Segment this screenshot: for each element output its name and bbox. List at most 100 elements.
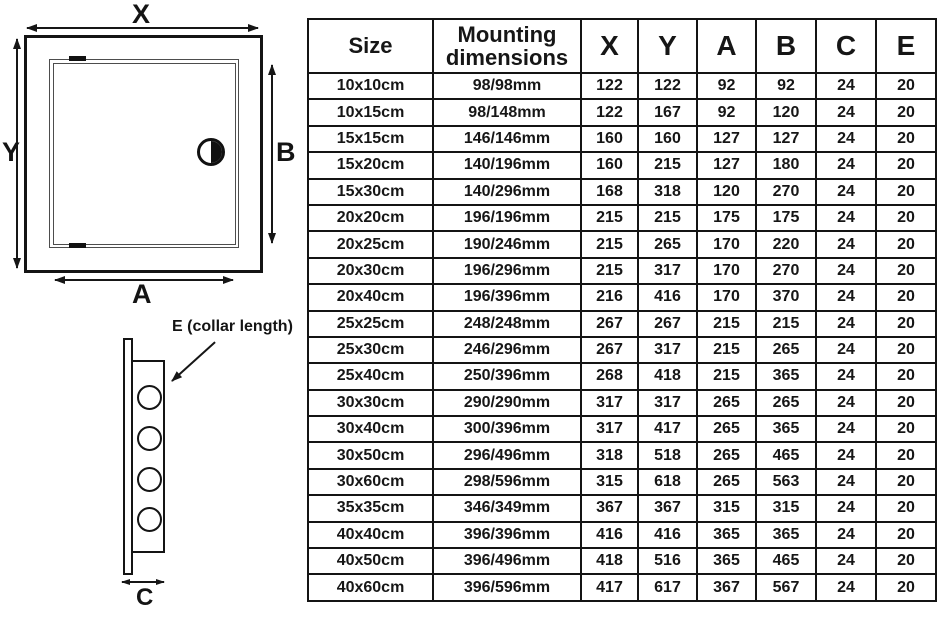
table-cell: 216 — [580, 283, 639, 312]
table-cell: 30x60cm — [307, 467, 434, 497]
table-cell: 465 — [755, 441, 817, 470]
table-cell: 24 — [815, 441, 877, 470]
x-dimension-label: X — [132, 0, 151, 29]
table-cell: 120 — [696, 177, 757, 206]
table-cell: 98/148mm — [432, 98, 582, 127]
y-dimension-label: Y — [2, 137, 21, 167]
header-x: X — [580, 18, 639, 74]
header-y: Y — [637, 18, 698, 74]
table-cell: 122 — [580, 98, 639, 127]
table-cell: 127 — [696, 124, 757, 154]
table-cell: 196/196mm — [432, 203, 582, 233]
table-cell: 40x40cm — [307, 520, 434, 550]
table-cell: 10x15cm — [307, 98, 434, 127]
table-cell: 265 — [696, 415, 757, 444]
table-cell: 15x15cm — [307, 124, 434, 154]
table-cell: 160 — [637, 124, 698, 154]
table-cell: 215 — [580, 256, 639, 286]
table-cell: 267 — [580, 335, 639, 365]
table-cell: 20 — [875, 441, 937, 470]
table-cell: 365 — [755, 520, 817, 550]
table-cell: 122 — [637, 71, 698, 101]
table-cell: 265 — [696, 441, 757, 470]
table-cell: 315 — [580, 467, 639, 497]
panel-side-view-diagram: E (collar length) C — [0, 300, 300, 631]
table-cell: 317 — [580, 415, 639, 444]
table-cell: 215 — [580, 230, 639, 259]
table-cell: 367 — [580, 494, 639, 523]
table-cell: 24 — [815, 573, 877, 602]
table-cell: 518 — [637, 441, 698, 470]
collar-length-arrow — [171, 341, 216, 382]
table-cell: 24 — [815, 230, 877, 259]
table-cell: 20 — [875, 547, 937, 576]
table-cell: 24 — [815, 124, 877, 154]
table-cell: 24 — [815, 256, 877, 286]
table-cell: 246/296mm — [432, 335, 582, 365]
table-cell: 120 — [755, 98, 817, 127]
table-cell: 298/596mm — [432, 467, 582, 497]
table-cell: 268 — [580, 362, 639, 391]
table-cell: 267 — [637, 309, 698, 338]
table-cell: 20 — [875, 203, 937, 233]
table-cell: 24 — [815, 362, 877, 391]
table-cell: 365 — [755, 362, 817, 391]
table-cell: 92 — [696, 98, 757, 127]
table-cell: 196/296mm — [432, 256, 582, 286]
table-cell: 396/396mm — [432, 520, 582, 550]
table-cell: 24 — [815, 203, 877, 233]
table-cell: 265 — [696, 467, 757, 497]
table-cell: 24 — [815, 151, 877, 180]
table-cell: 20 — [875, 309, 937, 338]
table-cell: 30x40cm — [307, 415, 434, 444]
hinge-mark-top — [69, 56, 86, 61]
table-cell: 265 — [637, 230, 698, 259]
table-cell: 396/596mm — [432, 573, 582, 602]
table-cell: 516 — [637, 547, 698, 576]
table-cell: 127 — [755, 124, 817, 154]
table-cell: 290/290mm — [432, 388, 582, 418]
table-cell: 248/248mm — [432, 309, 582, 338]
header-size: Size — [307, 18, 434, 74]
table-cell: 196/396mm — [432, 283, 582, 312]
table-cell: 317 — [637, 256, 698, 286]
table-cell: 215 — [637, 151, 698, 180]
table-cell: 365 — [755, 415, 817, 444]
table-cell: 24 — [815, 415, 877, 444]
table-cell: 20x20cm — [307, 203, 434, 233]
table-cell: 20 — [875, 494, 937, 523]
header-mounting-dimensions: Mounting dimensions — [432, 18, 582, 74]
table-cell: 180 — [755, 151, 817, 180]
table-cell: 346/349mm — [432, 494, 582, 523]
table-cell: 20 — [875, 71, 937, 101]
table-cell: 20 — [875, 388, 937, 418]
y-dimension-arrow — [16, 39, 19, 268]
table-cell: 20 — [875, 177, 937, 206]
table-cell: 250/396mm — [432, 362, 582, 391]
table-cell: 215 — [696, 309, 757, 338]
table-cell: 98/98mm — [432, 71, 582, 101]
table-cell: 170 — [696, 283, 757, 312]
table-header-row: Size Mounting dimensions X Y A B C E — [307, 18, 937, 74]
table-cell: 20 — [875, 415, 937, 444]
table-cell: 317 — [637, 335, 698, 365]
table-cell: 30x50cm — [307, 441, 434, 470]
table-cell: 170 — [696, 230, 757, 259]
table-cell: 265 — [755, 388, 817, 418]
x-dimension-arrow — [27, 27, 258, 30]
table-cell: 215 — [580, 203, 639, 233]
collar-hole — [137, 467, 162, 492]
table-cell: 396/496mm — [432, 547, 582, 576]
header-b: B — [755, 18, 817, 74]
a-dimension-label: A — [132, 279, 152, 309]
table-cell: 417 — [580, 573, 639, 602]
table-cell: 160 — [580, 151, 639, 180]
